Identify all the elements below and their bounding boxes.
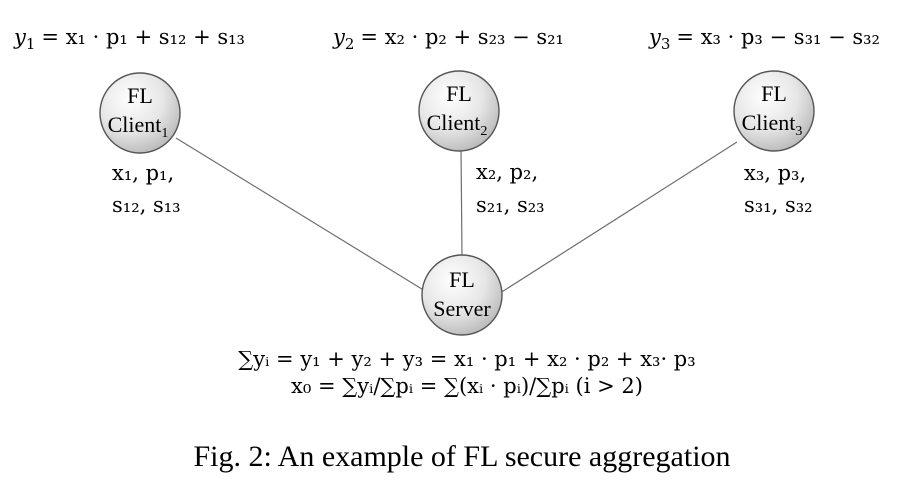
client3-label: FL: [761, 81, 787, 106]
client3-eq-y-sub: 3: [661, 35, 671, 53]
client3-sublabel: Client3: [742, 110, 803, 139]
client1-vars-line2: s₁₂, s₁₃: [112, 193, 181, 217]
edge-client1-server: [175, 137, 431, 295]
aggregation-result-equation: x₀ = ∑yᵢ/∑pᵢ = ∑(xᵢ · pᵢ)/∑pᵢ (i > 2): [291, 374, 643, 398]
client3-eq-y: y: [648, 25, 662, 49]
client2-circle: [418, 70, 500, 152]
client1-circle: [99, 72, 181, 154]
client1-equation: y1 = x₁ · p₁ + s₁₂ + s₁₃: [13, 25, 245, 53]
client2-label: FL: [446, 81, 472, 106]
client3-sublabel-index: 3: [795, 124, 802, 139]
client2-vars-line1: x₂, p₂,: [476, 160, 538, 184]
aggregation-sum-equation: ∑yᵢ = y₁ + y₂ + y₃ = x₁ · p₁ + x₂ · p₂ +…: [238, 347, 695, 371]
client1-label: FL: [127, 83, 153, 108]
client2-sublabel-text: Client: [427, 110, 481, 135]
client2-eq-y: y: [332, 25, 346, 49]
client3-vars-line1: x₃, p₃,: [744, 161, 806, 185]
client2-vars-line2: s₂₁, s₂₃: [476, 193, 545, 217]
client1-vars-line1: x₁, p₁,: [112, 161, 174, 185]
figure-caption: Fig. 2: An example of FL secure aggregat…: [193, 440, 730, 473]
client3-eq-rhs: = x₃ · p₃ − s₃₁ − s₃₂: [676, 25, 880, 49]
client2-sublabel-index: 2: [480, 124, 487, 139]
client1-sublabel-index: 1: [161, 126, 168, 141]
server-sublabel: Server: [433, 296, 491, 321]
client1-sublabel-text: Client: [108, 112, 162, 137]
client1-eq-rhs: = x₁ · p₁ + s₁₂ + s₁₃: [41, 25, 245, 49]
server-label: FL: [449, 267, 475, 292]
server-circle: [421, 254, 503, 336]
edge-client2-server: [460, 147, 463, 257]
edge-client3-server: [496, 141, 738, 296]
client3-equation: y3 = x₃ · p₃ − s₃₁ − s₃₂: [648, 25, 880, 53]
client1-node: FL Client1: [99, 72, 181, 154]
client2-sublabel: Client2: [427, 110, 488, 139]
server-node: FL Server: [421, 254, 503, 336]
client1-sublabel: Client1: [108, 112, 169, 141]
client3-node: FL Client3: [733, 70, 815, 152]
client2-eq-rhs: = x₂ · p₂ + s₂₃ − s₂₁: [360, 25, 564, 49]
client2-eq-y-sub: 2: [345, 35, 355, 53]
client3-vars-line2: s₃₁, s₃₂: [744, 193, 813, 217]
client1-eq-y-sub: 1: [26, 35, 36, 53]
client1-eq-y: y: [13, 25, 27, 49]
client2-node: FL Client2: [418, 70, 500, 152]
client2-equation: y2 = x₂ · p₂ + s₂₃ − s₂₁: [332, 25, 564, 53]
client3-sublabel-text: Client: [742, 110, 796, 135]
client3-circle: [733, 70, 815, 152]
